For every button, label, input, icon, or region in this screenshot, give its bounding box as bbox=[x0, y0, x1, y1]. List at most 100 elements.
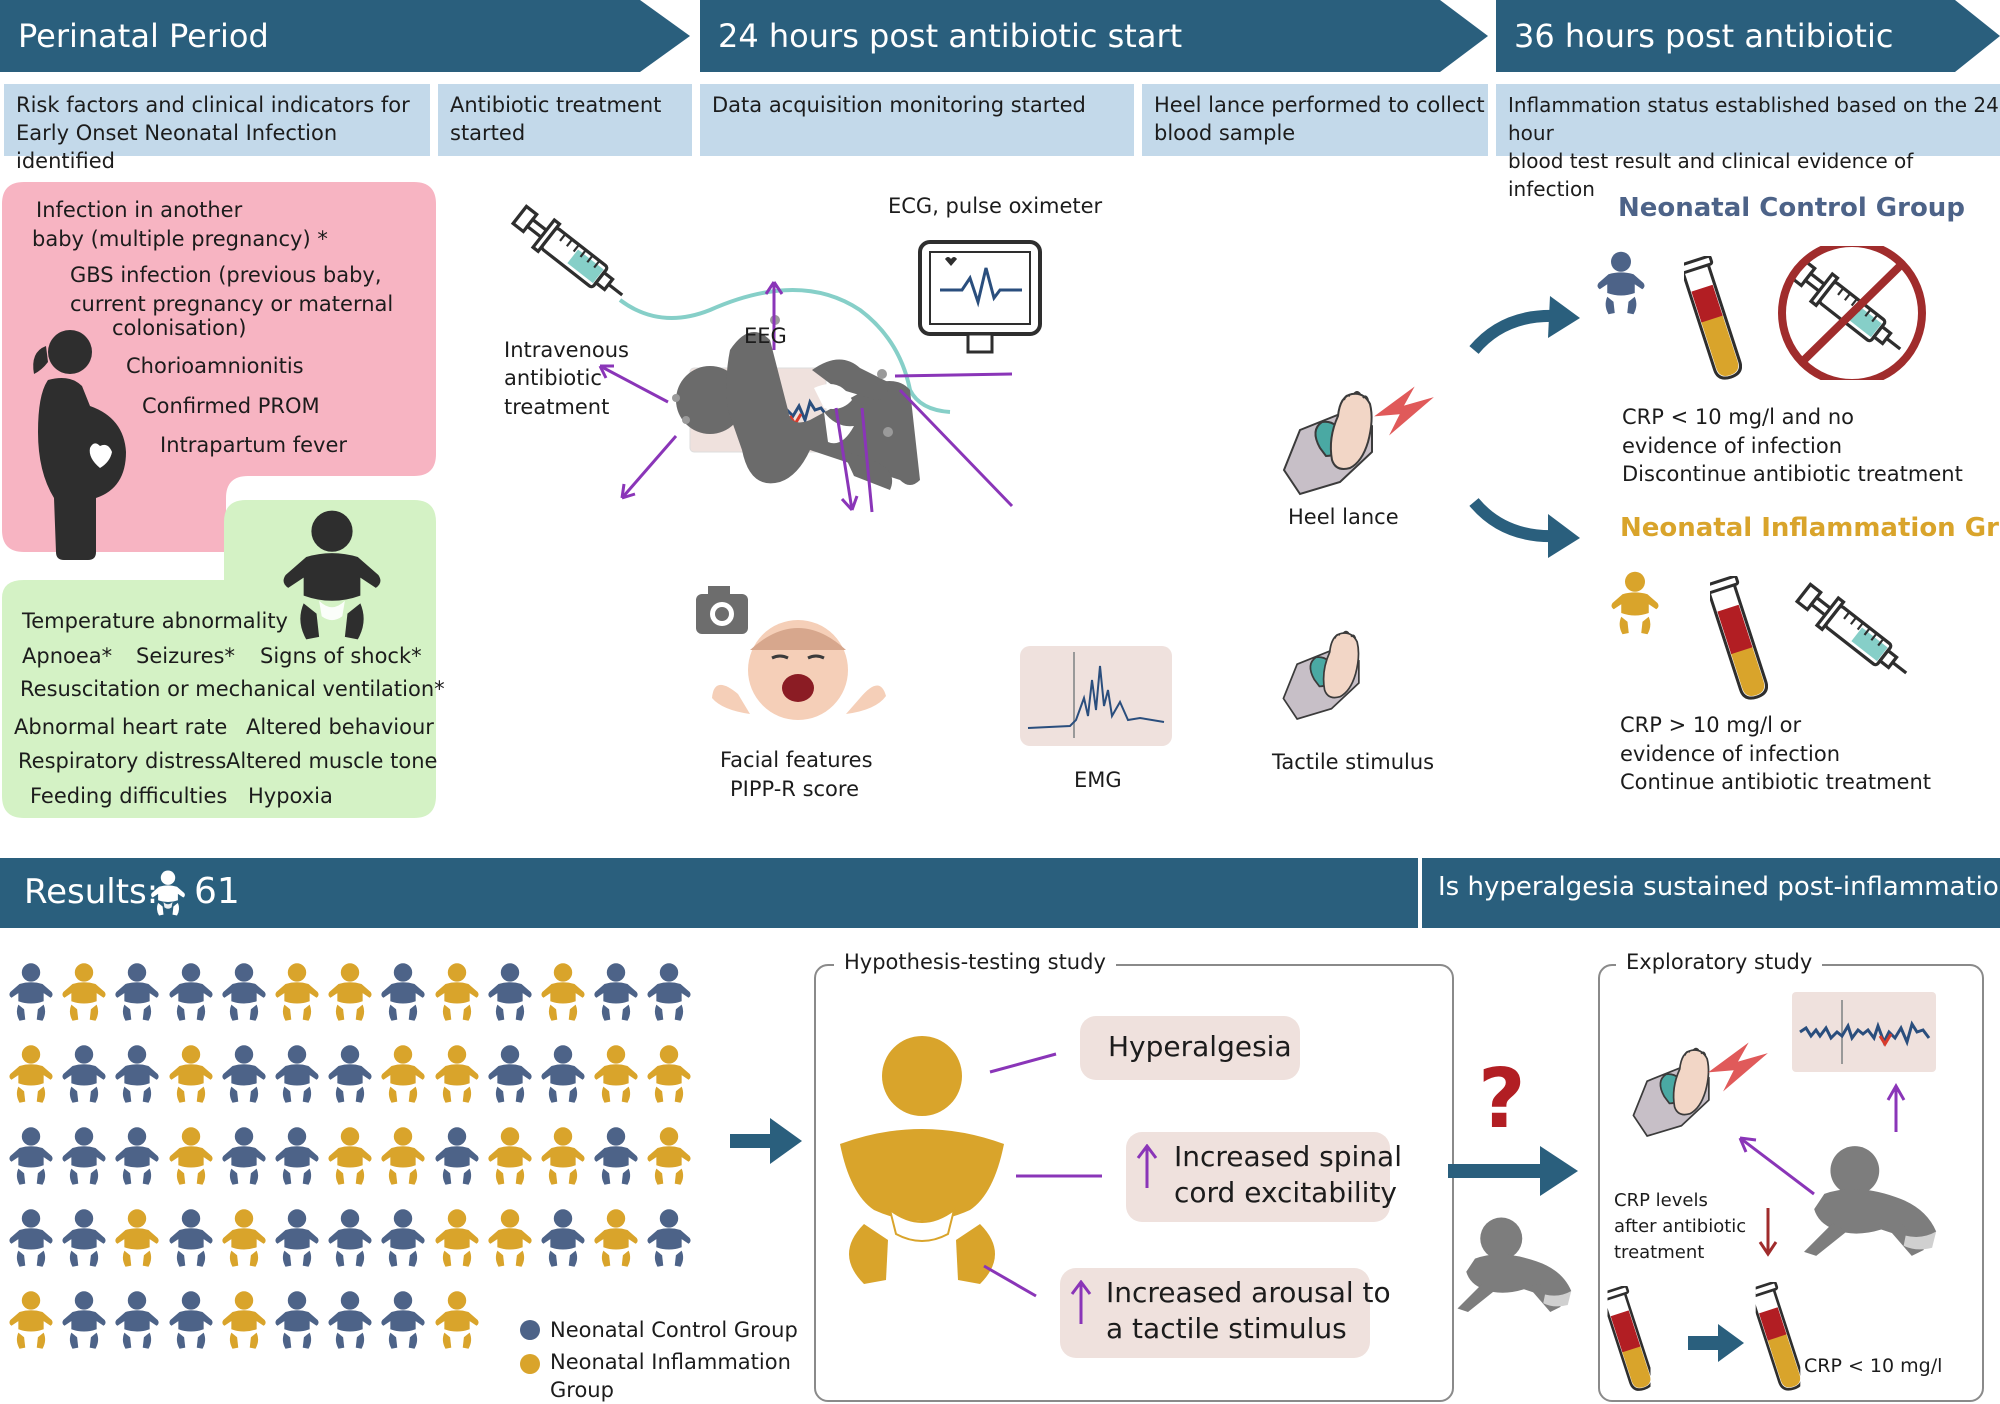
control-baby-icon bbox=[8, 1126, 54, 1186]
phase-arrows bbox=[0, 0, 2000, 72]
sign-item: Feeding difficulties bbox=[30, 784, 228, 808]
step-line: blood test result and clinical evidence … bbox=[1508, 149, 1914, 201]
legend-inflammation-label-2: Group bbox=[550, 1378, 614, 1402]
camera-icon bbox=[696, 586, 748, 634]
inflammation-syringe-icon bbox=[1790, 578, 1920, 688]
legend-inflammation-dot bbox=[520, 1354, 540, 1374]
pregnant-woman-icon bbox=[33, 330, 126, 560]
control-tube-icon bbox=[1684, 256, 1742, 388]
inflammation-baby-icon bbox=[434, 1290, 480, 1350]
step-line: Heel lance performed to collect bbox=[1154, 93, 1485, 117]
risk-item: Infection in another bbox=[36, 198, 243, 222]
control-baby-icon bbox=[221, 1044, 267, 1104]
inflammation-baby-icon bbox=[61, 962, 107, 1022]
step-line: started bbox=[450, 121, 526, 145]
hypothesis-study-title: Hypothesis-testing study bbox=[834, 950, 1116, 974]
sign-item: Altered behaviour bbox=[246, 715, 434, 739]
step-monitoring: Data acquisition monitoring started bbox=[700, 84, 1134, 156]
sign-item: Respiratory distress bbox=[18, 749, 227, 773]
iv-label-1: Intravenous bbox=[504, 338, 629, 362]
inflammation-baby-icon bbox=[274, 962, 320, 1022]
crp-down-arrow-icon bbox=[1758, 1208, 1778, 1257]
control-baby-icon bbox=[61, 1044, 107, 1104]
exploratory-arrow bbox=[1448, 1146, 1578, 1196]
sign-item: Temperature abnormality bbox=[22, 609, 288, 633]
neonate-icon bbox=[280, 508, 384, 642]
inflammation-criteria-1: CRP > 10 mg/l or bbox=[1620, 713, 1802, 737]
crawling-baby-icon bbox=[1440, 1210, 1580, 1316]
control-baby-icon bbox=[487, 1044, 533, 1104]
control-baby-icon bbox=[487, 962, 533, 1022]
risk-item: Chorioamnionitis bbox=[126, 354, 304, 378]
tactile-label: Tactile stimulus bbox=[1272, 750, 1435, 774]
control-criteria-2: evidence of infection bbox=[1622, 434, 1843, 458]
inflammation-baby-icon bbox=[487, 1208, 533, 1268]
step-line: Early Onset Neonatal Infection identifie… bbox=[16, 121, 338, 173]
sign-item: Hypoxia bbox=[248, 784, 333, 808]
step-line: Antibiotic treatment bbox=[450, 93, 662, 117]
inflammation-baby-icon bbox=[646, 1126, 692, 1186]
face-label-2: PIPP-R score bbox=[730, 777, 859, 801]
step-line: Risk factors and clinical indicators for bbox=[16, 93, 410, 117]
control-baby-icon bbox=[114, 1290, 160, 1350]
legend-control-dot bbox=[520, 1320, 540, 1340]
control-baby-icon bbox=[114, 1126, 160, 1186]
emg-trace-icon bbox=[1020, 646, 1172, 746]
control-baby-icon bbox=[168, 1208, 214, 1268]
control-baby-icon bbox=[168, 1290, 214, 1350]
outcome-spinal-excitability: Increased spinal cord excitability bbox=[1126, 1132, 1402, 1222]
heel-lance-label: Heel lance bbox=[1288, 505, 1399, 529]
step-line: Inflammation status established based on… bbox=[1508, 93, 1999, 145]
outcome-tactile-line2: a tactile stimulus bbox=[1106, 1312, 1347, 1345]
up-arrow-icon bbox=[1136, 1144, 1158, 1188]
inflammation-baby-icon bbox=[221, 1208, 267, 1268]
outcome-tactile-arousal: Increased arousal to a tactile stimulus bbox=[1060, 1268, 1391, 1358]
inflammation-baby-icon bbox=[593, 1208, 639, 1268]
crp-after-tube-icon bbox=[1752, 1282, 1804, 1398]
risk-item: Intrapartum fever bbox=[160, 433, 348, 457]
outcome-spinal-line2: cord excitability bbox=[1174, 1176, 1398, 1209]
sign-item: Seizures* bbox=[136, 644, 235, 668]
inflammation-tube-icon bbox=[1710, 576, 1768, 708]
heel-lance-icon bbox=[1283, 386, 1434, 495]
control-baby-icon bbox=[168, 962, 214, 1022]
crp-label-1: CRP levels bbox=[1614, 1190, 1708, 1211]
sign-item: Resuscitation or mechanical ventilation* bbox=[20, 677, 445, 701]
eeg-label: EEG bbox=[744, 324, 787, 348]
exploratory-study-title: Exploratory study bbox=[1616, 950, 1823, 974]
results-baby-icon bbox=[150, 869, 186, 917]
step-antibiotic-start: Antibiotic treatment started bbox=[438, 84, 692, 156]
question-text: Is hyperalgesia sustained post-inflammat… bbox=[1438, 872, 2000, 902]
control-baby-icon bbox=[327, 1044, 373, 1104]
control-baby-icon bbox=[327, 1290, 373, 1350]
inflammation-baby-icon bbox=[593, 1044, 639, 1104]
step-inflammation-status: Inflammation status established based on… bbox=[1496, 84, 2000, 201]
inflammation-criteria-2: evidence of infection bbox=[1620, 742, 1841, 766]
phase-36h: 36 hours post antibiotic start bbox=[1514, 17, 1894, 127]
control-baby-icon bbox=[646, 1208, 692, 1268]
control-baby-icon bbox=[540, 1044, 586, 1104]
ecg-label: ECG, pulse oximeter bbox=[888, 194, 1103, 218]
sign-item: Altered muscle tone bbox=[226, 749, 438, 773]
tactile-stimulus-icon bbox=[1282, 630, 1360, 721]
risk-item: Confirmed PROM bbox=[142, 394, 320, 418]
control-baby-icon bbox=[274, 1208, 320, 1268]
inflammation-baby-icon bbox=[380, 1126, 426, 1186]
control-baby-icon bbox=[327, 1208, 373, 1268]
monitoring-diagram bbox=[598, 240, 1172, 750]
inflammation-baby-icon bbox=[8, 1290, 54, 1350]
inflammation-baby-icon bbox=[168, 1044, 214, 1104]
sign-item: Abnormal heart rate bbox=[14, 715, 228, 739]
step-heel-lance: Heel lance performed to collect blood sa… bbox=[1142, 84, 1488, 156]
legend-control-label: Neonatal Control Group bbox=[550, 1318, 798, 1342]
control-baby-icon bbox=[540, 1208, 586, 1268]
control-baby-icon bbox=[380, 962, 426, 1022]
outcome-tactile-line1: Increased arousal to bbox=[1106, 1276, 1391, 1309]
control-criteria-3: Discontinue antibiotic treatment bbox=[1622, 462, 1963, 486]
central-baby-icon bbox=[676, 332, 920, 490]
face-label-1: Facial features bbox=[720, 748, 873, 772]
ecg-monitor-icon bbox=[918, 240, 1042, 354]
inflammation-baby-icon bbox=[646, 1044, 692, 1104]
hypothesis-study-box bbox=[814, 964, 1454, 1402]
inflammation-group-title: Neonatal Inflammation Group bbox=[1620, 513, 2000, 543]
